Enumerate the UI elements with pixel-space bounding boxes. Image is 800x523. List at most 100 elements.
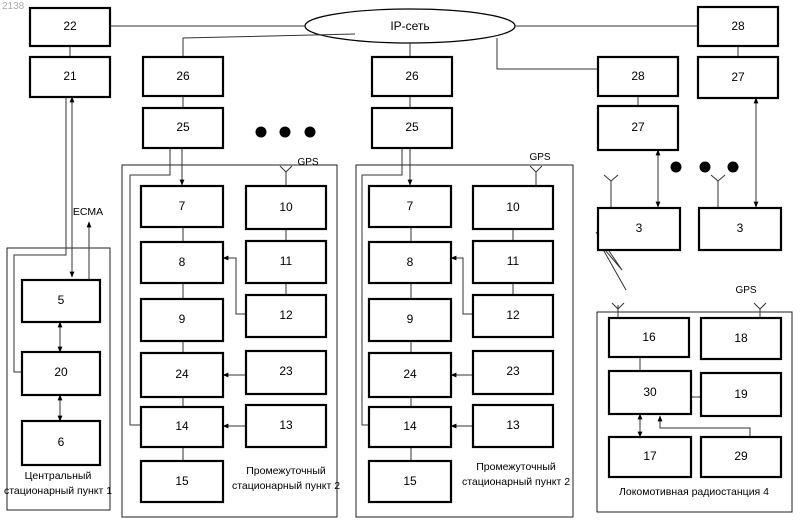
block-26-group1: 26	[143, 57, 223, 96]
svg-text:9: 9	[407, 312, 414, 326]
svg-text:26: 26	[176, 69, 190, 83]
block-13-group1: 13	[246, 405, 326, 447]
svg-text:24: 24	[175, 367, 189, 381]
svg-text:7: 7	[407, 199, 414, 213]
block-28-mid: 28	[598, 57, 678, 96]
svg-text:27: 27	[631, 120, 645, 134]
svg-text:8: 8	[407, 255, 414, 269]
svg-text:27: 27	[731, 70, 745, 84]
ip-network-label: IP-сеть	[390, 19, 429, 33]
svg-text:5: 5	[58, 293, 65, 307]
block-11-group2: 11	[473, 241, 553, 283]
block-3-right: 3	[699, 208, 781, 250]
svg-text:20: 20	[54, 365, 68, 379]
antenna-icon	[604, 175, 618, 189]
svg-text:25: 25	[176, 120, 190, 134]
svg-text:28: 28	[631, 69, 645, 83]
block-7-group2: 7	[369, 186, 451, 227]
svg-text:11: 11	[507, 254, 520, 268]
svg-text:9: 9	[179, 312, 186, 326]
svg-text:14: 14	[175, 419, 189, 433]
block-14-group1: 14	[141, 407, 223, 447]
block-27-mid: 27	[598, 106, 678, 150]
block-23-group1: 23	[246, 351, 326, 394]
svg-text:13: 13	[506, 418, 520, 432]
gps-label-group2: GPS	[529, 152, 550, 163]
block-7-group1: 7	[141, 186, 223, 227]
gps-antenna-icon	[530, 166, 542, 180]
svg-text:3: 3	[737, 221, 744, 235]
block-6: 6	[22, 421, 100, 465]
intermediate-station-1-title-1: Промежуточный	[246, 465, 326, 477]
block-8-group1: 8	[141, 242, 223, 283]
block-16: 16	[609, 318, 689, 357]
block-17: 17	[609, 437, 691, 477]
antenna-icon	[711, 175, 725, 189]
block-10-group2: 10	[473, 186, 553, 229]
svg-text:15: 15	[403, 474, 417, 488]
block-18: 18	[701, 318, 781, 359]
svg-text:23: 23	[279, 364, 293, 378]
svg-text:3: 3	[636, 221, 643, 235]
svg-text:15: 15	[175, 474, 189, 488]
svg-text:24: 24	[403, 367, 417, 381]
intermediate-station-2-title-2: стационарный пункт 2	[462, 476, 570, 488]
corner-label: 2138	[2, 1, 25, 12]
central-station-title-1: Центральный	[25, 470, 92, 482]
block-22: 22	[30, 8, 110, 46]
svg-text:16: 16	[642, 330, 656, 344]
ellipsis-dots-top	[256, 127, 316, 138]
gps-label-group1: GPS	[297, 157, 318, 168]
svg-text:25: 25	[405, 120, 419, 134]
svg-text:10: 10	[506, 200, 520, 214]
block-28-right: 28	[698, 7, 778, 46]
gps-antenna-icon	[754, 303, 766, 317]
svg-text:21: 21	[63, 69, 77, 83]
block-9-group2: 9	[369, 299, 451, 341]
svg-text:12: 12	[279, 308, 293, 322]
svg-text:28: 28	[731, 19, 745, 33]
svg-text:14: 14	[403, 419, 417, 433]
block-12-group2: 12	[473, 295, 553, 337]
central-station-title-2: стационарный пункт 1	[4, 485, 112, 497]
block-26-group2: 26	[372, 57, 452, 96]
block-23-group2: 23	[473, 351, 553, 394]
svg-text:26: 26	[405, 69, 419, 83]
svg-text:6: 6	[58, 435, 65, 449]
block-29: 29	[701, 437, 781, 477]
ecma-label: ECMA	[73, 206, 103, 218]
block-15-group2: 15	[369, 461, 451, 502]
block-14-group2: 14	[369, 407, 451, 447]
gps-antenna-icon	[280, 166, 292, 180]
block-25-group1: 25	[143, 108, 223, 148]
svg-text:22: 22	[63, 19, 77, 33]
block-20: 20	[22, 352, 100, 395]
block-5: 5	[22, 280, 100, 322]
svg-text:7: 7	[179, 199, 186, 213]
intermediate-station-1-title-2: стационарный пункт 2	[232, 480, 340, 492]
block-11-group1: 11	[246, 241, 326, 283]
block-8-group2: 8	[369, 242, 451, 283]
svg-text:10: 10	[279, 200, 293, 214]
block-10-group1: 10	[246, 186, 326, 229]
block-15-group1: 15	[141, 461, 223, 502]
svg-text:30: 30	[643, 385, 657, 399]
block-24-group1: 24	[141, 353, 223, 397]
svg-text:8: 8	[179, 255, 186, 269]
block-13-group2: 13	[473, 405, 553, 447]
svg-text:18: 18	[734, 331, 748, 345]
gps-label-loco: GPS	[735, 285, 756, 296]
svg-text:11: 11	[280, 254, 293, 268]
intermediate-station-2-title-1: Промежуточный	[476, 461, 556, 473]
block-24-group2: 24	[369, 353, 451, 397]
block-12-group1: 12	[246, 295, 326, 337]
svg-text:19: 19	[734, 387, 748, 401]
block-19: 19	[701, 373, 781, 416]
block-25-group2: 25	[372, 108, 452, 148]
block-27-right: 27	[698, 57, 778, 98]
block-21: 21	[30, 57, 110, 97]
svg-text:17: 17	[643, 449, 657, 463]
svg-text:13: 13	[279, 418, 293, 432]
block-30: 30	[609, 371, 691, 414]
